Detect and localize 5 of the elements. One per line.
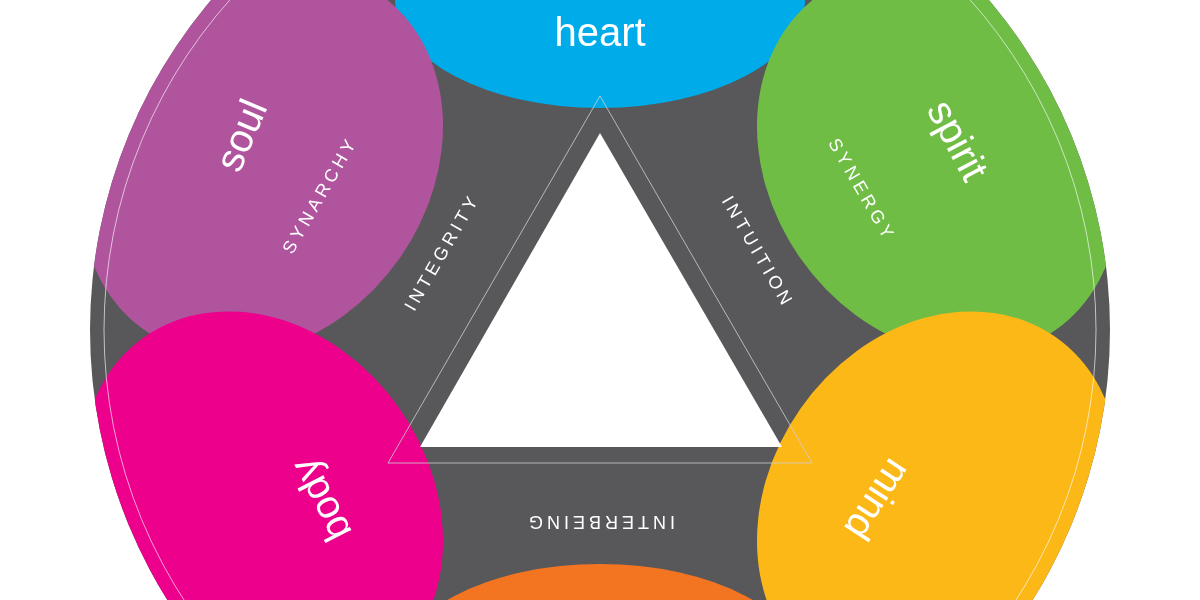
segment-label: soul [207,93,273,177]
band-label: INTERBEING [525,513,675,531]
segment-label: spirit [920,93,996,187]
segment-label: heart [554,12,646,52]
segment-label: body [282,452,358,548]
